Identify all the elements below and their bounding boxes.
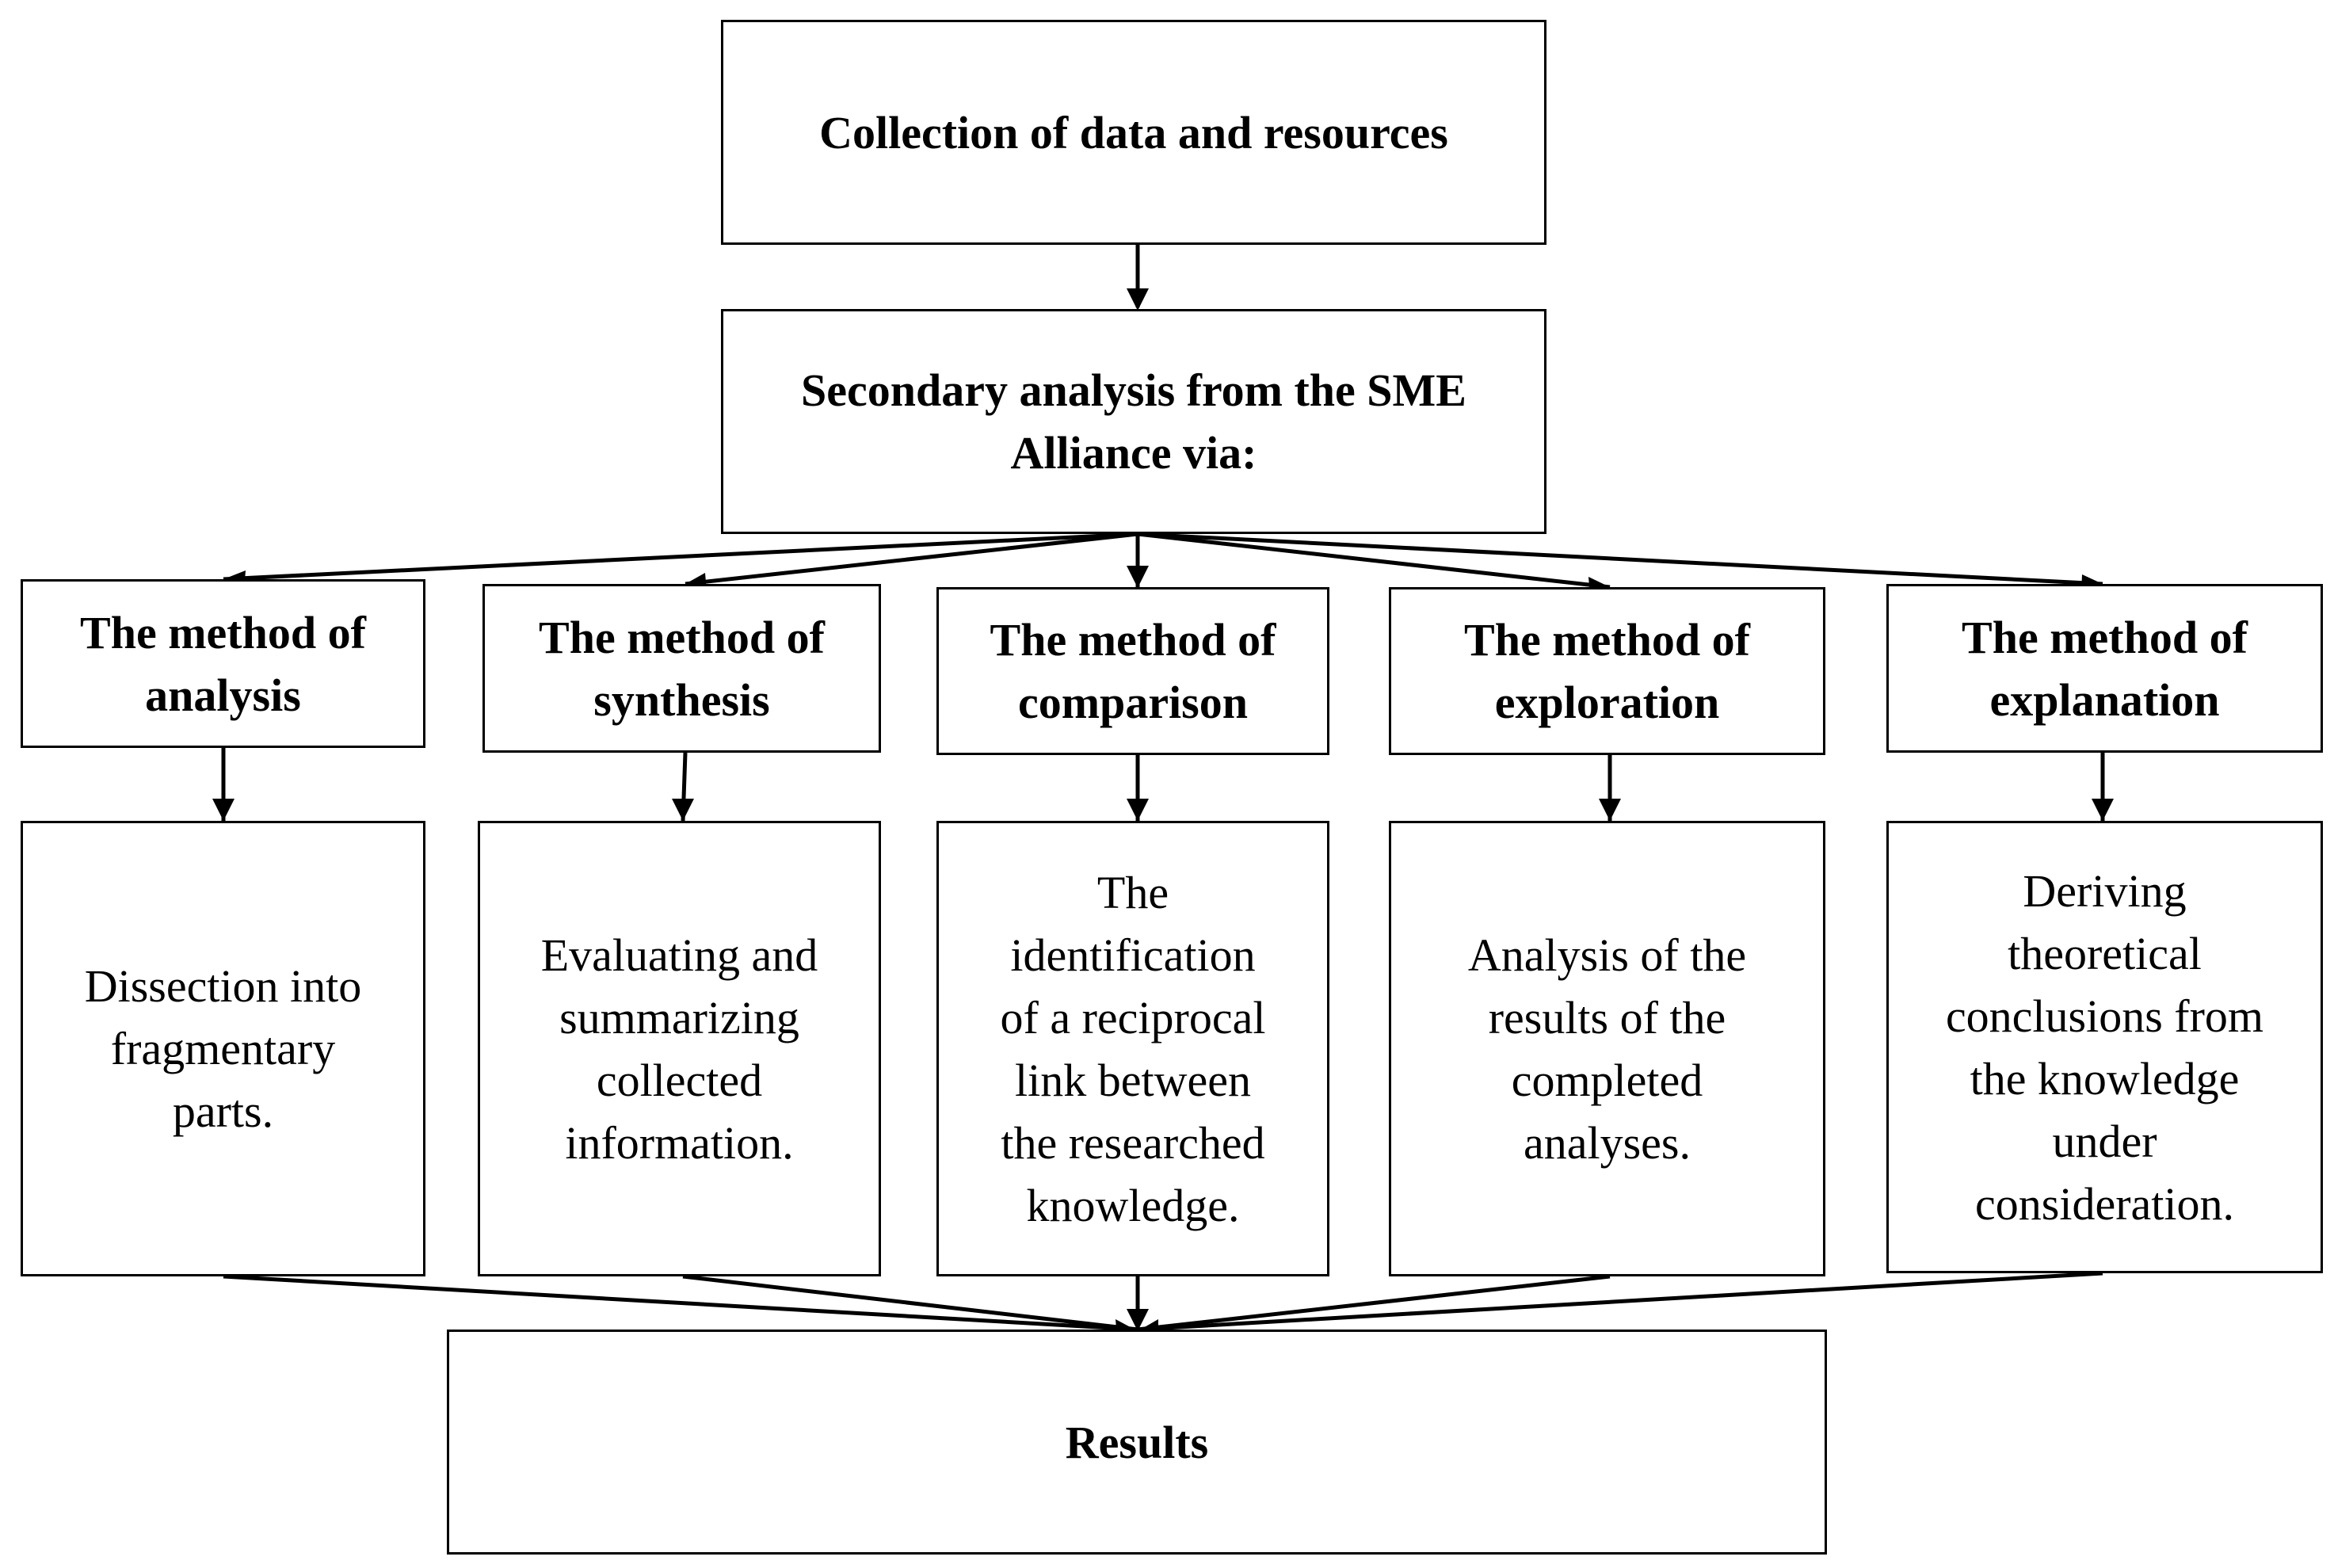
description-analysis-line-1: Dissection into (84, 960, 362, 1012)
description-analysis-box: Dissection into fragmentary parts. (21, 821, 425, 1276)
arrow-analysis-to-results (223, 1274, 1138, 1332)
description-exploration-line-3: completed (1511, 1054, 1703, 1106)
description-analysis-line-3: parts. (172, 1085, 274, 1137)
arrow-secondary-to-synthesis (685, 532, 1138, 586)
description-exploration-line-1: Analysis of the (1467, 929, 1747, 981)
description-explanation-box: Deriving theoretical conclusions from th… (1886, 821, 2323, 1273)
description-explanation-line-5: under (2052, 1115, 2157, 1167)
collection-box: Collection of data and resources (721, 20, 1546, 245)
description-comparison-line-2: identification (1010, 929, 1256, 981)
method-comparison-box: The method of comparison (936, 587, 1329, 755)
description-synthesis-line-4: information. (565, 1116, 794, 1169)
description-synthesis-line-2: summarizing (559, 991, 799, 1043)
description-comparison-line-3: of a reciprocal (1000, 991, 1266, 1043)
description-explanation-line-2: theoretical (2008, 927, 2202, 979)
secondary-analysis-line-1: Secondary analysis from the SME (801, 364, 1466, 416)
arrow-explanation-to-results (1137, 1271, 2103, 1332)
description-comparison-line-6: knowledge. (1026, 1179, 1240, 1231)
description-analysis-line-2: fragmentary (110, 1023, 336, 1074)
collection-label: Collection of data and resources (819, 106, 1448, 158)
method-analysis-title-1: The method of (80, 606, 366, 658)
method-synthesis-title-1: The method of (539, 611, 825, 663)
method-exploration-box: The method of exploration (1389, 587, 1825, 755)
secondary-analysis-line-2: Alliance via: (1010, 427, 1257, 479)
arrow-secondary-to-analysis (223, 532, 1138, 582)
arrow-exploration-to-results (1137, 1274, 1611, 1332)
method-comparison-title-1: The method of (990, 614, 1276, 666)
results-box: Results (447, 1330, 1827, 1555)
method-analysis-title-2: analysis (145, 669, 301, 721)
method-synthesis-title-2: synthesis (593, 673, 770, 726)
description-synthesis-box: Evaluating and summarizing collected inf… (478, 821, 881, 1276)
description-synthesis-line-1: Evaluating and (540, 929, 818, 981)
method-analysis-box: The method of analysis (21, 579, 425, 748)
arrow-secondary-to-exploration (1137, 532, 1611, 589)
description-comparison-box: The identification of a reciprocal link … (936, 821, 1329, 1276)
method-explanation-title-2: explanation (1989, 673, 2220, 726)
description-synthesis-line-3: collected (596, 1054, 763, 1106)
description-explanation-line-4: the knowledge (1970, 1052, 2240, 1104)
description-explanation-line-6: consideration. (1975, 1177, 2234, 1230)
method-exploration-title-2: exploration (1494, 677, 1720, 728)
description-exploration-box: Analysis of the results of the completed… (1389, 821, 1825, 1276)
secondary-analysis-box: Secondary analysis from the SME Alliance… (721, 309, 1546, 534)
method-exploration-title-1: The method of (1464, 614, 1750, 666)
arrow-synthesis-to-results (682, 1274, 1138, 1332)
method-explanation-title-1: The method of (1962, 611, 2248, 663)
method-synthesis-box: The method of synthesis (482, 584, 881, 753)
description-comparison-line-5: the researched (1001, 1116, 1265, 1169)
arrow-secondary-to-explanation (1137, 532, 2103, 586)
description-explanation-line-3: conclusions from (1945, 990, 2264, 1042)
description-exploration-line-2: results of the (1488, 991, 1726, 1043)
description-exploration-line-4: analyses. (1524, 1116, 1691, 1169)
method-comparison-title-2: comparison (1018, 677, 1248, 728)
description-comparison-line-4: link between (1015, 1054, 1251, 1106)
description-explanation-line-1: Deriving (2023, 864, 2187, 917)
description-comparison-line-1: The (1096, 866, 1169, 918)
method-explanation-box: The method of explanation (1886, 584, 2323, 753)
results-label: Results (1065, 1416, 1209, 1468)
